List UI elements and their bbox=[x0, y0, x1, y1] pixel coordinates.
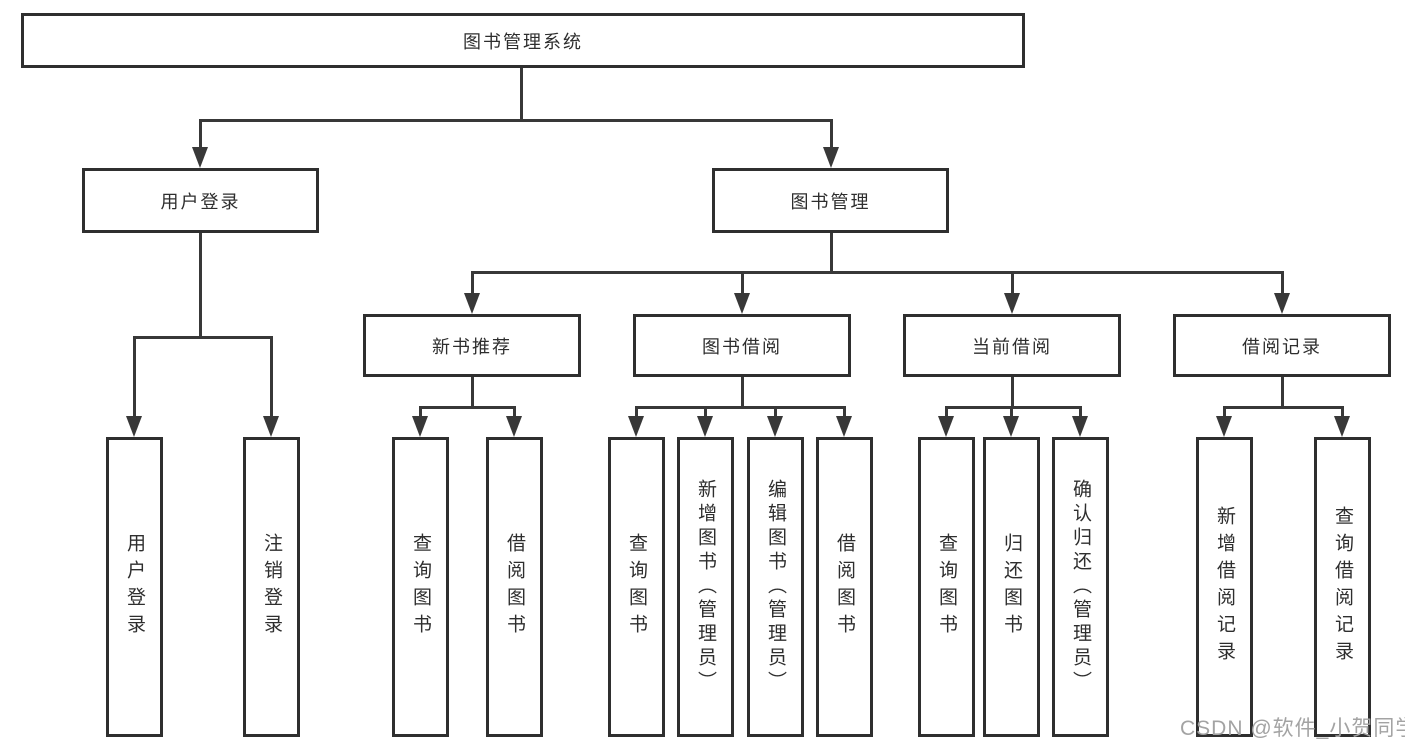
arrowhead-down-icon bbox=[938, 416, 954, 437]
arrowhead-down-icon bbox=[1334, 416, 1350, 437]
node-root-label: 图书管理系统 bbox=[463, 31, 583, 52]
node-new-book-recommend-label: 新书推荐 bbox=[432, 336, 512, 357]
connector-drop bbox=[740, 272, 744, 295]
watermark: CSDN @软件_小贺同学 bbox=[1180, 717, 1405, 740]
leaf-query-books-recommend: 查询图书 bbox=[392, 437, 449, 737]
node-current-borrow: 当前借阅 bbox=[903, 314, 1121, 377]
connector-drop bbox=[1223, 407, 1226, 418]
connector-stem bbox=[470, 377, 474, 409]
connector-rail bbox=[1223, 405, 1344, 409]
leaf-add-borrow-record: 新增借阅记录 bbox=[1196, 437, 1253, 737]
leaf-label: 查询借阅记录 bbox=[1332, 506, 1353, 668]
leaf-label: 编辑图书（管理员） bbox=[765, 479, 786, 695]
leaf-query-books-current: 查询图书 bbox=[918, 437, 975, 737]
connector-drop bbox=[1280, 272, 1284, 295]
node-book-management: 图书管理 bbox=[712, 168, 949, 233]
arrowhead-down-icon bbox=[1003, 293, 1020, 314]
connector-rail bbox=[945, 405, 1082, 409]
connector-rail bbox=[470, 270, 1284, 274]
arrowhead-down-icon bbox=[1003, 416, 1019, 437]
connector-rail bbox=[198, 118, 833, 122]
arrowhead-down-icon bbox=[822, 147, 839, 168]
connector-stem bbox=[198, 233, 202, 339]
connector-drop bbox=[1010, 272, 1014, 295]
connector-drop bbox=[829, 120, 833, 149]
leaf-label: 归还图书 bbox=[1001, 533, 1022, 641]
connector-drop bbox=[635, 407, 638, 418]
arrowhead-down-icon bbox=[1273, 293, 1290, 314]
leaf-confirm-return-admin: 确认归还（管理员） bbox=[1052, 437, 1109, 737]
arrowhead-down-icon bbox=[263, 416, 279, 437]
leaf-add-books-admin: 新增图书（管理员） bbox=[677, 437, 734, 737]
connector-drop bbox=[513, 407, 516, 418]
leaf-label: 查询图书 bbox=[626, 533, 647, 641]
leaf-return-books: 归还图书 bbox=[983, 437, 1040, 737]
leaf-label: 查询图书 bbox=[410, 533, 431, 641]
connector-drop bbox=[1079, 407, 1082, 418]
arrowhead-down-icon bbox=[1216, 416, 1232, 437]
connector-stem bbox=[829, 233, 833, 274]
connector-stem bbox=[520, 68, 523, 122]
node-user-login-label: 用户登录 bbox=[160, 191, 241, 212]
connector-drop bbox=[1341, 407, 1344, 418]
leaf-label: 新增图书（管理员） bbox=[695, 479, 716, 695]
connector-drop bbox=[843, 407, 846, 418]
node-book-borrow: 图书借阅 bbox=[633, 314, 851, 377]
connector-drop bbox=[1010, 407, 1013, 418]
connector-drop bbox=[945, 407, 948, 418]
node-root-system: 图书管理系统 bbox=[21, 13, 1025, 68]
node-book-management-label: 图书管理 bbox=[790, 191, 871, 212]
leaf-label: 新增借阅记录 bbox=[1214, 506, 1235, 668]
connector-drop bbox=[133, 337, 136, 418]
leaf-label: 注销登录 bbox=[261, 533, 282, 641]
arrowhead-down-icon bbox=[191, 147, 208, 168]
arrowhead-down-icon bbox=[836, 416, 852, 437]
leaf-label: 借阅图书 bbox=[504, 533, 525, 641]
leaf-label: 查询图书 bbox=[936, 533, 957, 641]
connector-stem bbox=[1280, 377, 1284, 409]
arrowhead-down-icon bbox=[506, 416, 522, 437]
arrowhead-down-icon bbox=[697, 416, 713, 437]
leaf-label: 确认归还（管理员） bbox=[1070, 479, 1091, 695]
leaf-edit-books-admin: 编辑图书（管理员） bbox=[747, 437, 804, 737]
connector-drop bbox=[704, 407, 707, 418]
leaf-user-login: 用户登录 bbox=[106, 437, 163, 737]
leaf-borrow-books: 借阅图书 bbox=[816, 437, 873, 737]
arrowhead-down-icon bbox=[767, 416, 783, 437]
connector-drop bbox=[419, 407, 422, 418]
connector-drop bbox=[470, 272, 474, 295]
connector-rail bbox=[133, 335, 273, 339]
connector-drop bbox=[774, 407, 777, 418]
arrowhead-down-icon bbox=[733, 293, 750, 314]
connector-drop bbox=[198, 120, 202, 149]
node-book-borrow-label: 图书借阅 bbox=[702, 336, 782, 357]
node-new-book-recommend: 新书推荐 bbox=[363, 314, 581, 377]
connector-rail bbox=[419, 405, 516, 409]
connector-drop bbox=[270, 337, 273, 418]
arrowhead-down-icon bbox=[412, 416, 428, 437]
connector-stem bbox=[1010, 377, 1014, 409]
arrowhead-down-icon bbox=[628, 416, 644, 437]
leaf-borrow-books-recommend: 借阅图书 bbox=[486, 437, 543, 737]
arrowhead-down-icon bbox=[126, 416, 142, 437]
leaf-query-books-borrow: 查询图书 bbox=[608, 437, 665, 737]
node-user-login: 用户登录 bbox=[82, 168, 319, 233]
connector-rail bbox=[635, 405, 846, 409]
arrowhead-down-icon bbox=[463, 293, 480, 314]
arrowhead-down-icon bbox=[1072, 416, 1088, 437]
node-borrow-records: 借阅记录 bbox=[1173, 314, 1391, 377]
leaf-label: 用户登录 bbox=[124, 533, 145, 641]
connector-stem bbox=[740, 377, 744, 409]
leaf-query-borrow-record: 查询借阅记录 bbox=[1314, 437, 1371, 737]
leaf-logout: 注销登录 bbox=[243, 437, 300, 737]
node-borrow-records-label: 借阅记录 bbox=[1242, 336, 1322, 357]
leaf-label: 借阅图书 bbox=[834, 533, 855, 641]
node-current-borrow-label: 当前借阅 bbox=[972, 336, 1052, 357]
